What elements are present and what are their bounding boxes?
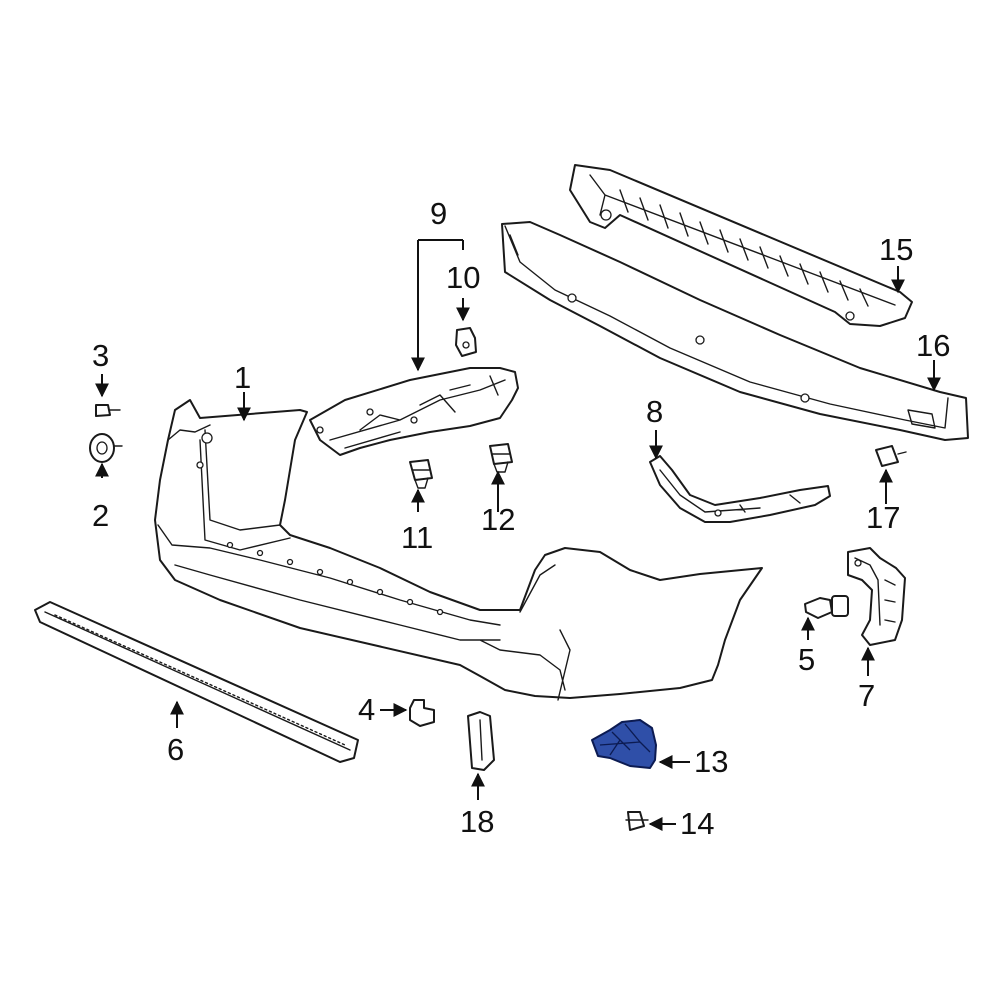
callout-labels: 1 2 3 4 5 6 7 8 9 10 11 12 13 14 15 16 1…	[92, 196, 950, 841]
callout-13: 13	[694, 744, 728, 779]
part-2-grommet[interactable]	[89, 433, 123, 463]
callout-15: 15	[879, 232, 913, 267]
callout-12: 12	[481, 502, 515, 537]
part-8-bracket[interactable]	[649, 455, 831, 523]
part-10-clip-nut[interactable]	[455, 327, 477, 357]
leader-lines	[95, 239, 941, 831]
part-14-bolt[interactable]	[625, 811, 649, 831]
part-17-bolt[interactable]	[875, 445, 907, 467]
callout-7: 7	[858, 678, 875, 713]
part-16-reinforcement-beam[interactable]	[501, 221, 969, 441]
part-7-retainer[interactable]	[847, 547, 906, 646]
callout-3: 3	[92, 338, 109, 373]
callout-10: 10	[446, 260, 480, 295]
callout-11: 11	[401, 520, 433, 555]
callout-2: 2	[92, 498, 109, 533]
callout-16: 16	[916, 328, 950, 363]
callout-1: 1	[234, 360, 251, 395]
bumper-cover-holes	[226, 541, 444, 616]
part-1-bumper-cover[interactable]	[154, 399, 763, 701]
callout-17: 17	[866, 500, 900, 535]
part-5-push-pin[interactable]	[804, 595, 849, 619]
part-18-side-cover[interactable]	[467, 711, 495, 771]
part-9-side-bracket[interactable]	[309, 367, 519, 456]
part-4-fastener[interactable]	[409, 699, 435, 727]
callout-14: 14	[680, 806, 714, 841]
callout-6: 6	[167, 732, 184, 767]
part-6-step-pad[interactable]	[34, 601, 359, 763]
callout-8: 8	[646, 394, 663, 429]
part-11-bolt[interactable]	[409, 459, 433, 489]
callout-18: 18	[460, 804, 494, 839]
part-13-bracket-highlighted[interactable]	[591, 719, 657, 769]
callout-9: 9	[430, 196, 447, 231]
part-12-bolt[interactable]	[489, 443, 513, 473]
part-3-fastener[interactable]	[95, 404, 121, 417]
callout-5: 5	[798, 642, 815, 677]
callout-4: 4	[358, 692, 375, 727]
